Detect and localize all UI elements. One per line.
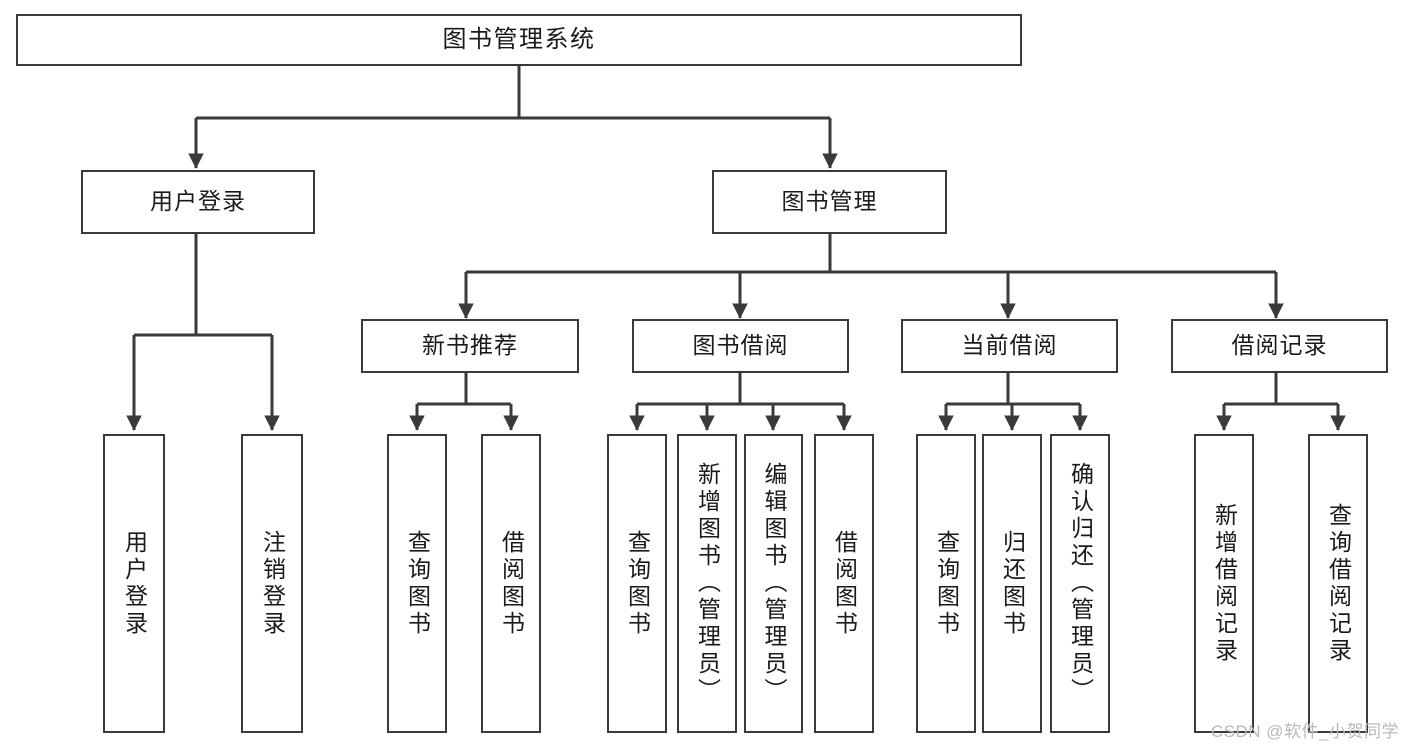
leaf-logout-label: 注销登录 bbox=[259, 529, 286, 638]
node-current-borrow-label: 当前借阅 bbox=[961, 332, 1058, 359]
leaf-confirm-return[interactable]: 确认归还（管理员） bbox=[1050, 434, 1110, 733]
leaf-return-book-label: 归还图书 bbox=[999, 529, 1026, 638]
node-current-borrow[interactable]: 当前借阅 bbox=[901, 319, 1118, 373]
leaf-query-book-borrow-label: 查询图书 bbox=[624, 529, 651, 638]
node-user-login[interactable]: 用户登录 bbox=[81, 170, 315, 234]
leaf-edit-book-label: 编辑图书（管理员） bbox=[761, 462, 787, 705]
node-book-borrow-label: 图书借阅 bbox=[692, 332, 789, 359]
leaf-add-borrow-record[interactable]: 新增借阅记录 bbox=[1194, 434, 1254, 733]
leaf-return-book[interactable]: 归还图书 bbox=[982, 434, 1042, 733]
node-book-management-label: 图书管理 bbox=[781, 188, 878, 215]
leaf-query-book-current[interactable]: 查询图书 bbox=[916, 434, 976, 733]
leaf-borrow-book-recommend[interactable]: 借阅图书 bbox=[481, 434, 541, 733]
watermark: CSDN @软件_小贺同学 bbox=[1210, 722, 1399, 741]
leaf-query-book-recommend[interactable]: 查询图书 bbox=[387, 434, 447, 733]
leaf-add-book-label: 新增图书（管理员） bbox=[694, 462, 721, 705]
leaf-borrow-book-recommend-label: 借阅图书 bbox=[498, 529, 525, 638]
node-new-book-recommend[interactable]: 新书推荐 bbox=[361, 319, 579, 373]
node-borrow-record-label: 借阅记录 bbox=[1231, 332, 1328, 359]
leaf-add-borrow-record-label: 新增借阅记录 bbox=[1211, 502, 1238, 665]
node-root-label: 图书管理系统 bbox=[442, 25, 596, 53]
leaf-user-login[interactable]: 用户登录 bbox=[103, 434, 165, 733]
leaf-add-book[interactable]: 新增图书（管理员） bbox=[677, 434, 737, 733]
leaf-borrow-book[interactable]: 借阅图书 bbox=[814, 434, 874, 733]
node-new-book-recommend-label: 新书推荐 bbox=[422, 332, 518, 359]
leaf-query-book-recommend-label: 查询图书 bbox=[404, 529, 431, 638]
node-borrow-record[interactable]: 借阅记录 bbox=[1171, 319, 1388, 373]
leaf-query-borrow-record-label: 查询借阅记录 bbox=[1325, 502, 1352, 665]
node-book-borrow[interactable]: 图书借阅 bbox=[632, 319, 849, 373]
leaf-user-login-label: 用户登录 bbox=[121, 529, 148, 638]
node-user-login-label: 用户登录 bbox=[150, 188, 246, 215]
leaf-query-book-borrow[interactable]: 查询图书 bbox=[607, 434, 667, 733]
leaf-logout[interactable]: 注销登录 bbox=[241, 434, 303, 733]
leaf-confirm-return-label: 确认归还（管理员） bbox=[1067, 462, 1094, 705]
node-root[interactable]: 图书管理系统 bbox=[16, 14, 1022, 66]
leaf-query-book-current-label: 查询图书 bbox=[933, 529, 960, 638]
leaf-edit-book[interactable]: 编辑图书（管理员） bbox=[744, 434, 803, 733]
leaf-query-borrow-record[interactable]: 查询借阅记录 bbox=[1308, 434, 1368, 733]
leaf-borrow-book-label: 借阅图书 bbox=[831, 529, 858, 638]
node-book-management[interactable]: 图书管理 bbox=[712, 170, 947, 234]
